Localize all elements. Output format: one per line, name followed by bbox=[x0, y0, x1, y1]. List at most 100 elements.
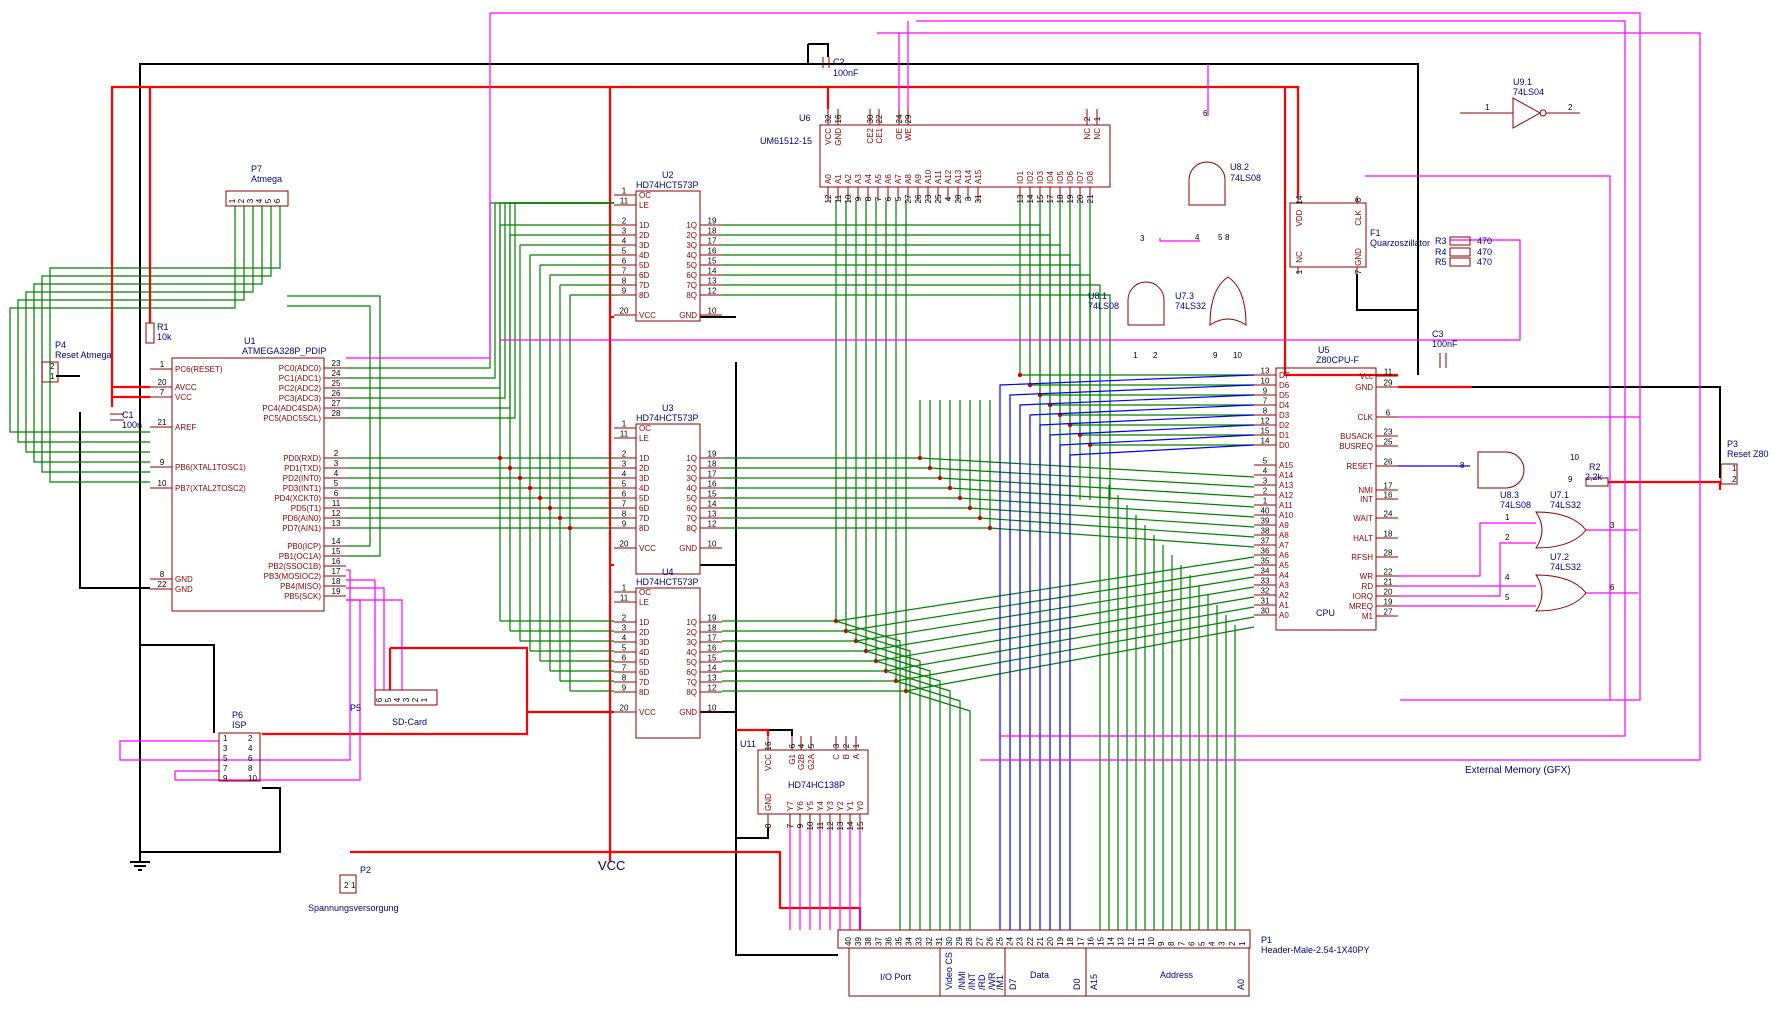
latch-u4-out bbox=[722, 201, 837, 622]
u1-pin-number: 4 bbox=[334, 469, 339, 478]
p1-group-label: D0 bbox=[1072, 978, 1082, 990]
latch-pin-label: OC bbox=[639, 424, 651, 433]
u1-pin-label: GND bbox=[175, 585, 193, 594]
to-z80-addr-hi bbox=[929, 467, 1255, 488]
latch-u4-out bbox=[722, 201, 887, 672]
decoder-pin-label: Y1 bbox=[846, 801, 855, 811]
p1-pin-number: 13 bbox=[1117, 937, 1126, 946]
or-u72-pin-in1: 4 bbox=[1505, 573, 1510, 582]
ram-pin-number: 1 bbox=[1093, 116, 1102, 121]
latch-pin-number: 17 bbox=[708, 237, 717, 246]
to-header-addr bbox=[885, 670, 951, 930]
ext-memory-label: External Memory (GFX) bbox=[1465, 765, 1571, 776]
z80-pin-number: 10 bbox=[1261, 377, 1270, 386]
r2-value: 2,2k bbox=[1585, 472, 1603, 482]
decoder-pin-number: 14 bbox=[846, 821, 855, 830]
latch-pin-label: VCC bbox=[639, 708, 656, 717]
ram-u6-body bbox=[819, 124, 1111, 188]
junction-dot bbox=[497, 455, 503, 461]
latch-pin-label: GND bbox=[679, 311, 697, 320]
latch-pin-number: 20 bbox=[620, 704, 629, 713]
latch-pin-number: 14 bbox=[708, 500, 717, 509]
decoder-pin-number: 2 bbox=[842, 743, 851, 748]
p1-pin-number: 9 bbox=[1157, 941, 1166, 946]
decoder-pin-label: Y0 bbox=[856, 801, 865, 811]
z80-pin-label: D2 bbox=[1279, 421, 1290, 430]
latch-pin-number: 10 bbox=[708, 307, 717, 316]
latch-u2-out bbox=[722, 264, 1081, 500]
z80-pin-label: HALT bbox=[1353, 534, 1373, 543]
latch-pin-number: 11 bbox=[620, 197, 629, 206]
z80-pin-number: 28 bbox=[1384, 549, 1393, 558]
latch-pin-number: 2 bbox=[622, 614, 627, 623]
p1-pin-number: 1 bbox=[1238, 941, 1247, 946]
ram-pin-number: 20 bbox=[1076, 194, 1085, 203]
u1-pin-number: 19 bbox=[332, 587, 341, 596]
latch-pin-label: 8Q bbox=[686, 688, 697, 697]
z80-pin-label: A15 bbox=[1279, 461, 1294, 470]
ram-pin-number: 2 bbox=[1083, 116, 1092, 121]
or-u73-body bbox=[1209, 276, 1247, 326]
or-u73-pin-in1: 9 bbox=[1213, 351, 1218, 360]
connector-p1-groups bbox=[848, 947, 1250, 997]
ram-pin-label: A11 bbox=[934, 170, 943, 184]
latch-pin-label: 5Q bbox=[686, 658, 697, 667]
z80-pin-label: D4 bbox=[1279, 401, 1290, 410]
decoder-value: HD74HC138P bbox=[788, 780, 845, 790]
to-z80-addr-hi bbox=[919, 457, 1255, 478]
resistor-r1 bbox=[145, 322, 155, 344]
p1-pin-number: 19 bbox=[1056, 937, 1065, 946]
atmega-pc-bus bbox=[346, 202, 614, 399]
sd-mosi bbox=[346, 579, 376, 690]
u1-pin-label: AVCC bbox=[175, 383, 197, 392]
u1-pin-label: PC3(ADC3) bbox=[279, 394, 322, 403]
ram-pin-label: OE bbox=[895, 128, 904, 140]
to-header-addr bbox=[855, 640, 921, 930]
ram-pin-label: A0 bbox=[824, 174, 833, 184]
ram-pin-label: VCC bbox=[824, 128, 833, 145]
oscillator-pin-number: 8 bbox=[1354, 197, 1363, 202]
latch-pin-label: 2Q bbox=[686, 464, 697, 473]
junction-dot bbox=[527, 485, 533, 491]
p1-pin-number: 20 bbox=[1046, 937, 1055, 946]
latch-pin-label: 8D bbox=[639, 291, 649, 300]
latch-u2-out bbox=[722, 294, 1111, 500]
latch-pin-number: 19 bbox=[708, 217, 717, 226]
latch-pin-label: GND bbox=[679, 708, 697, 717]
u1-pin-number: 15 bbox=[332, 547, 341, 556]
or-u73-pin-in2: 10 bbox=[1233, 351, 1242, 360]
ram-pin-label: IO2 bbox=[1026, 171, 1035, 184]
u1-pin-number: 22 bbox=[158, 580, 167, 589]
p1-pin-number: 30 bbox=[945, 937, 954, 946]
latch-pin-label: 7Q bbox=[686, 678, 697, 687]
latch-pin-label: 6Q bbox=[686, 271, 697, 280]
u1-pin-label: PC6(RESET) bbox=[175, 365, 223, 374]
z80-pin-label: RD bbox=[1361, 582, 1373, 591]
latch-pin-label: 7D bbox=[639, 281, 649, 290]
ram-pin-number: 23 bbox=[924, 194, 933, 203]
p1-pin-number: 15 bbox=[1097, 937, 1106, 946]
p7-pin: 5 bbox=[264, 198, 273, 203]
latch-pin-label: 6Q bbox=[686, 668, 697, 677]
data-to-header bbox=[999, 374, 1255, 930]
ram-pin-number: 4 bbox=[944, 196, 953, 201]
latch-pin-label: 1Q bbox=[686, 221, 697, 230]
decoder-pin-label: Y6 bbox=[796, 801, 805, 811]
vcc-main bbox=[110, 85, 1398, 407]
p1-pin-number: 21 bbox=[1036, 937, 1045, 946]
ram-io-to-z80-data bbox=[1029, 201, 1254, 386]
u1-pin-number: 13 bbox=[332, 519, 341, 528]
r1-ref: R1 bbox=[157, 322, 169, 332]
vcc-osc bbox=[1285, 85, 1300, 196]
and-u82-body bbox=[1188, 161, 1226, 206]
or-u73-ref: U7.3 bbox=[1175, 291, 1194, 301]
ram-io-to-z80-data bbox=[1039, 201, 1254, 396]
c3-value: 100nF bbox=[1432, 339, 1458, 349]
decoder-pin-number: 5 bbox=[807, 743, 816, 748]
vcc-sd-isp bbox=[262, 646, 529, 736]
decoder-pin-number: 10 bbox=[806, 821, 815, 830]
atmega-pc-bus bbox=[346, 202, 614, 409]
latch-pin-number: 2 bbox=[622, 450, 627, 459]
p1-pin-number: 37 bbox=[874, 937, 883, 946]
latch-pin-number: 1 bbox=[622, 187, 627, 196]
